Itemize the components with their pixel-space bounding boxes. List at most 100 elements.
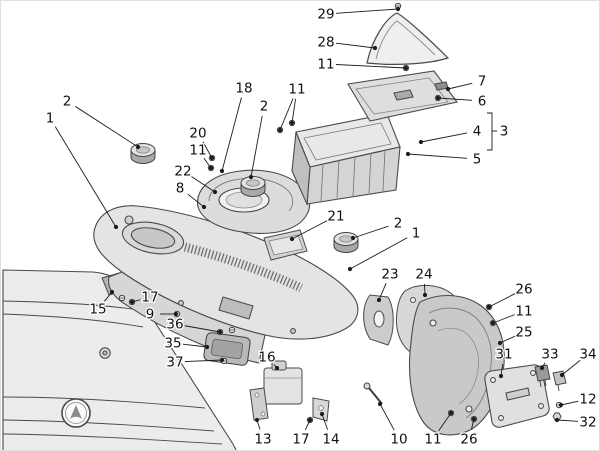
callout-label: 29 xyxy=(317,7,334,23)
screw-icon xyxy=(228,326,236,334)
callout-7: 7 xyxy=(445,72,488,92)
callout-23: 23 xyxy=(376,265,400,303)
panel-25 xyxy=(409,294,505,436)
callout-35: 35 xyxy=(163,334,210,353)
callout-18: 18 xyxy=(219,79,254,174)
callout-label: 32 xyxy=(579,415,596,431)
bolt-10 xyxy=(363,382,383,405)
callout-label: 11 xyxy=(424,432,441,448)
callout-label: 37 xyxy=(166,355,183,371)
callout-9: 9 xyxy=(144,305,179,324)
callout-label: 34 xyxy=(579,347,596,363)
callout-1: 1 xyxy=(44,109,119,230)
callout-16: 16 xyxy=(257,348,280,371)
callout-2: 2 xyxy=(350,214,404,241)
callout-label: 9 xyxy=(146,307,155,323)
knob-right xyxy=(333,232,359,253)
brand-emblem xyxy=(61,398,91,428)
callout-label: 1 xyxy=(412,226,421,242)
callout-29: 29 xyxy=(316,5,401,24)
callout-label: 1 xyxy=(46,111,55,127)
callout-label: 20 xyxy=(189,126,206,142)
callout-4: 4 xyxy=(418,122,483,145)
callout-label: 36 xyxy=(166,317,183,333)
callout-label: 16 xyxy=(258,350,275,366)
bracket-23 xyxy=(363,294,394,346)
callout-31: 31 xyxy=(494,345,514,379)
callout-26: 26 xyxy=(459,416,479,449)
callout-label: 25 xyxy=(515,325,532,341)
callout-label: 2 xyxy=(260,99,269,115)
callout-10: 10 xyxy=(377,401,409,449)
callout-11: 11 xyxy=(277,80,307,133)
callout-26: 26 xyxy=(486,280,534,310)
callout-label: 33 xyxy=(541,347,558,363)
callout-8: 8 xyxy=(174,179,207,210)
front-fairing xyxy=(2,269,237,450)
storage-box xyxy=(291,113,401,207)
callout-label: 11 xyxy=(189,143,206,159)
callout-11: 11 xyxy=(423,410,454,449)
callout-label: 14 xyxy=(322,432,339,448)
callout-label: 35 xyxy=(164,336,181,352)
callout-14: 14 xyxy=(319,411,341,449)
callout-label: 24 xyxy=(415,267,432,283)
callout-label: 26 xyxy=(460,432,477,448)
callout-13: 13 xyxy=(253,417,273,449)
callout-2: 2 xyxy=(61,92,141,150)
knob-middle xyxy=(240,176,266,197)
callout-2: 2 xyxy=(248,97,270,180)
knob-left xyxy=(130,143,156,164)
callout-11: 11 xyxy=(316,55,409,74)
callout-11: 11 xyxy=(188,141,214,171)
callout-label: 31 xyxy=(495,347,512,363)
callout-34: 34 xyxy=(559,345,598,378)
callout-20: 20 xyxy=(188,124,215,161)
callout-label: 11 xyxy=(317,57,334,73)
bracket-14 xyxy=(312,397,330,422)
windscreen xyxy=(366,12,450,65)
callout-label: 6 xyxy=(478,94,487,110)
callout-label: 21 xyxy=(327,209,344,225)
callout-label: 3 xyxy=(500,124,509,140)
callout-11: 11 xyxy=(490,302,534,326)
callout-label: 22 xyxy=(174,164,191,180)
callout-33: 33 xyxy=(539,345,560,371)
screw-icon xyxy=(118,294,126,302)
callout-label: 7 xyxy=(478,74,487,90)
callout-37: 37 xyxy=(165,353,225,372)
callout-24: 24 xyxy=(414,265,434,298)
plate-31 xyxy=(484,364,550,428)
callout-3: 3 xyxy=(487,112,510,151)
callout-label: 28 xyxy=(317,35,334,51)
callout-label: 17 xyxy=(141,290,158,306)
callout-label: 15 xyxy=(89,302,106,318)
callout-label: 5 xyxy=(473,152,482,168)
callout-17: 17 xyxy=(129,288,160,307)
callout-5: 5 xyxy=(405,150,483,169)
callout-label: 18 xyxy=(235,81,252,97)
callout-label: 26 xyxy=(515,282,532,298)
callout-36: 36 xyxy=(165,315,223,335)
callout-28: 28 xyxy=(316,33,378,52)
small-tray xyxy=(263,229,308,261)
callout-25: 25 xyxy=(497,323,534,346)
callout-label: 10 xyxy=(390,432,407,448)
callout-label: 17 xyxy=(292,432,309,448)
connector-34 xyxy=(552,370,567,392)
callout-label: 12 xyxy=(579,392,596,408)
callout-label: 23 xyxy=(381,267,398,283)
callout-6: 6 xyxy=(435,92,488,111)
callout-label: 11 xyxy=(288,82,305,98)
callout-32: 32 xyxy=(554,413,598,432)
callout-label: 2 xyxy=(63,94,72,110)
callout-15: 15 xyxy=(88,289,115,319)
callout-label: 4 xyxy=(473,124,482,140)
callout-1: 1 xyxy=(347,224,422,272)
callout-label: 2 xyxy=(394,216,403,232)
glovebox-lid xyxy=(347,70,458,122)
callout-label: 11 xyxy=(515,304,532,320)
callout-label: 13 xyxy=(254,432,271,448)
